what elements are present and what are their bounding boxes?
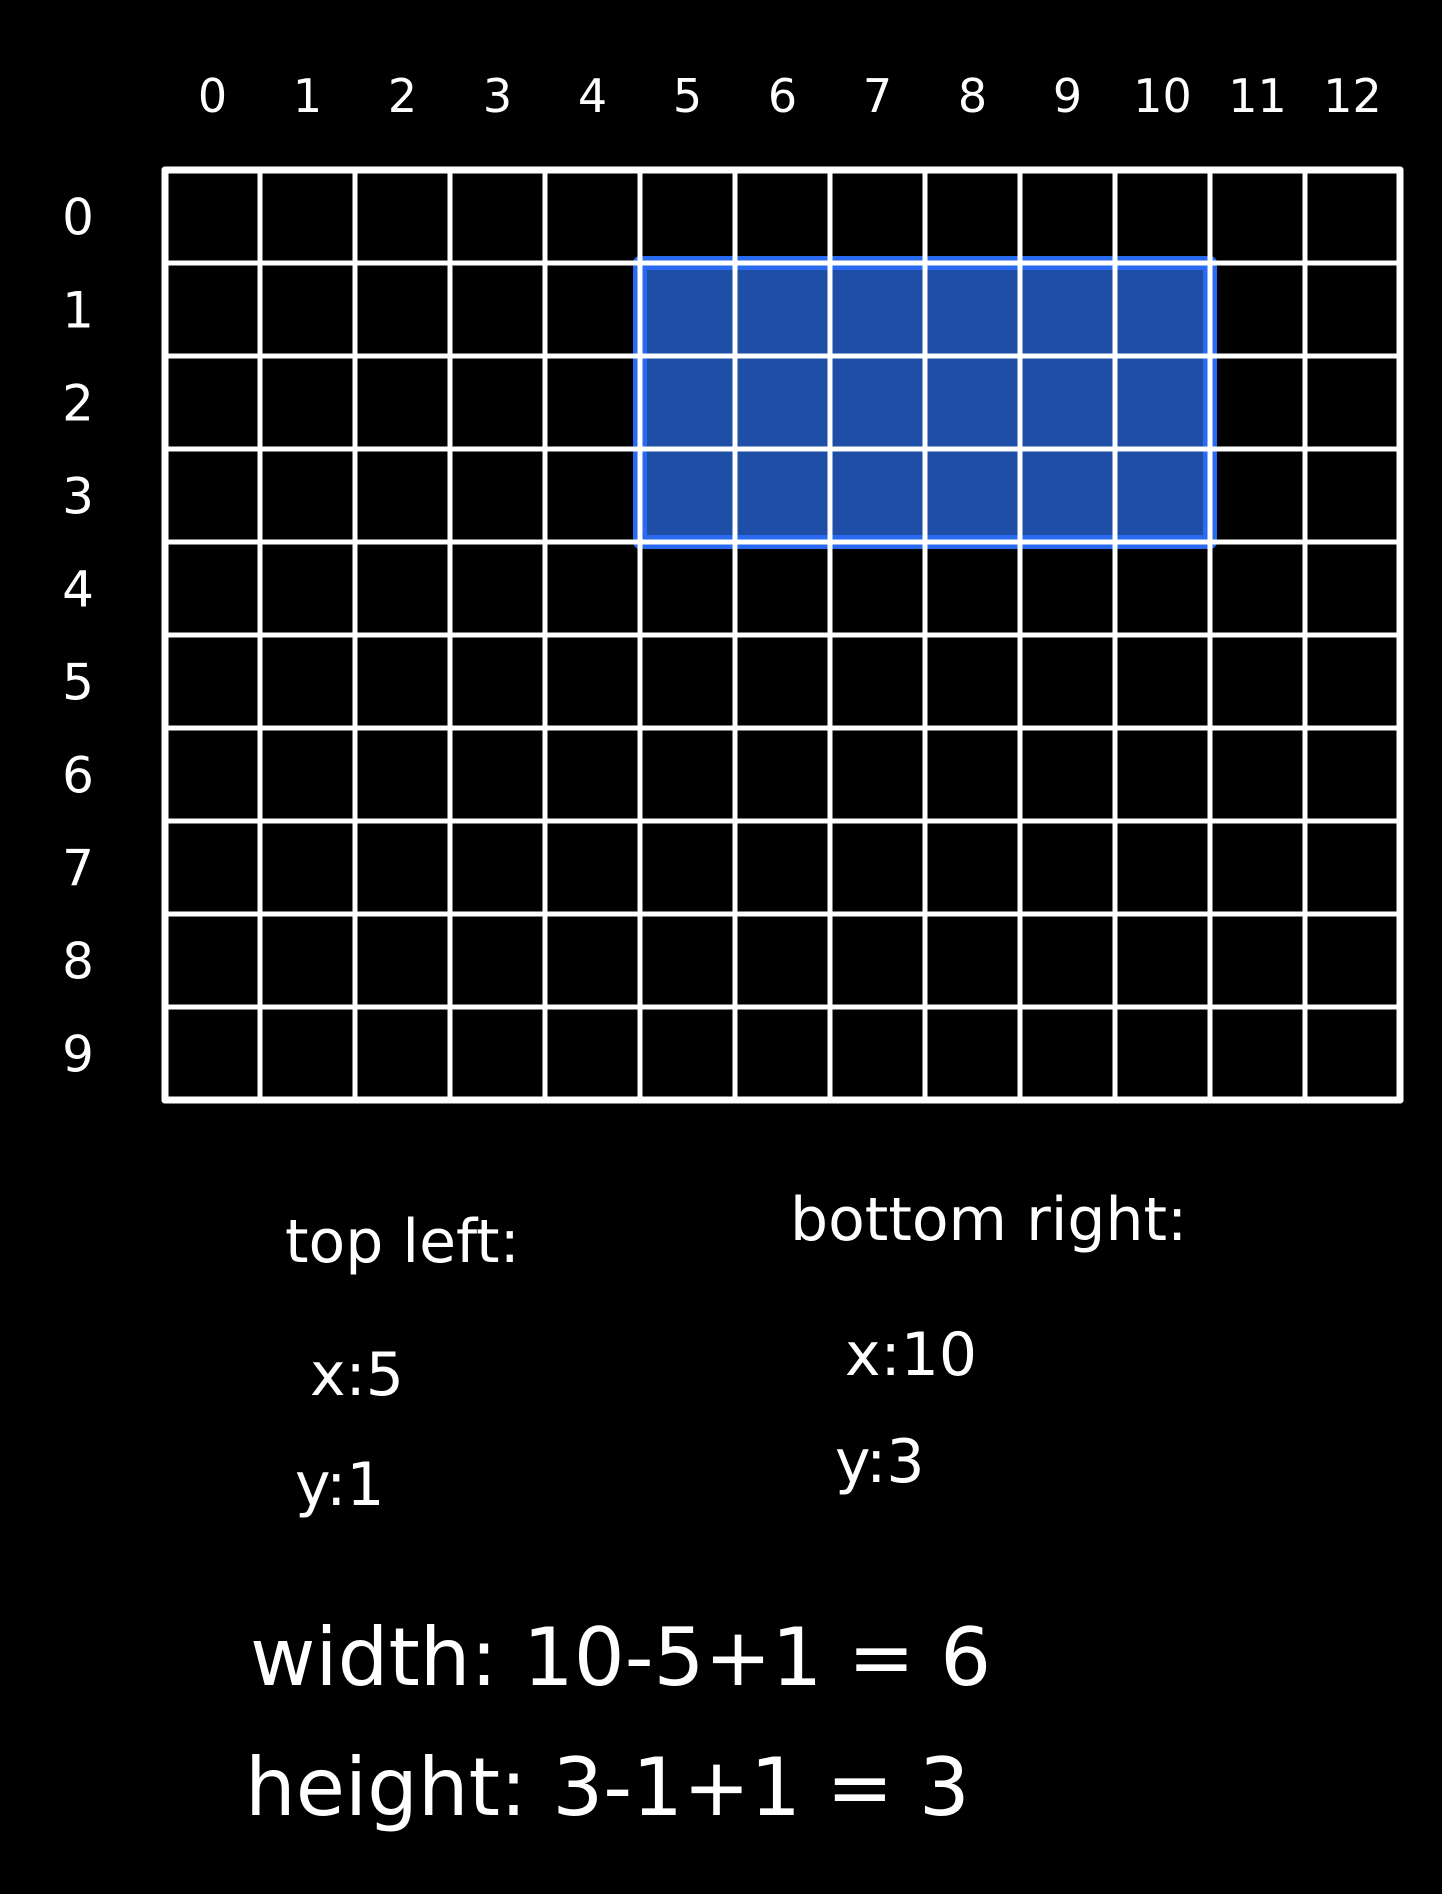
top-left-x-value: x:5 bbox=[310, 1340, 404, 1410]
column-label: 11 bbox=[1228, 69, 1287, 123]
top-left-heading: top left: bbox=[285, 1207, 520, 1277]
row-label: 9 bbox=[62, 1026, 94, 1084]
height-formula: height: 3-1+1 = 3 bbox=[245, 1741, 970, 1834]
coordinate-notes: top left: x:5 y:1 bottom right: x:10 y:3 bbox=[285, 1185, 1187, 1520]
bottom-right-y-value: y:3 bbox=[835, 1427, 925, 1497]
row-label: 5 bbox=[62, 654, 94, 712]
row-labels: 0 1 2 3 4 5 6 7 8 9 bbox=[62, 189, 94, 1084]
row-label: 3 bbox=[62, 468, 94, 526]
row-label: 4 bbox=[62, 561, 94, 619]
column-label: 10 bbox=[1133, 69, 1192, 123]
column-label: 4 bbox=[578, 69, 607, 123]
formulas: width: 10-5+1 = 6 height: 3-1+1 = 3 bbox=[245, 1611, 991, 1834]
column-label: 0 bbox=[198, 69, 227, 123]
row-label: 6 bbox=[62, 747, 94, 805]
column-label: 2 bbox=[388, 69, 417, 123]
row-label: 0 bbox=[62, 189, 94, 247]
column-label: 8 bbox=[958, 69, 987, 123]
bottom-right-x-value: x:10 bbox=[845, 1320, 977, 1390]
column-label: 7 bbox=[863, 69, 892, 123]
column-label: 1 bbox=[293, 69, 322, 123]
column-label: 5 bbox=[673, 69, 702, 123]
row-label: 1 bbox=[62, 282, 94, 340]
grid bbox=[161, 166, 1404, 1104]
column-label: 9 bbox=[1053, 69, 1082, 123]
column-label: 12 bbox=[1323, 69, 1382, 123]
bottom-right-heading: bottom right: bbox=[790, 1185, 1187, 1255]
column-label: 6 bbox=[768, 69, 797, 123]
row-label: 2 bbox=[62, 375, 94, 433]
column-label: 3 bbox=[483, 69, 512, 123]
top-left-y-value: y:1 bbox=[295, 1450, 385, 1520]
width-formula: width: 10-5+1 = 6 bbox=[250, 1611, 991, 1704]
row-label: 8 bbox=[62, 933, 94, 991]
row-label: 7 bbox=[62, 840, 94, 898]
